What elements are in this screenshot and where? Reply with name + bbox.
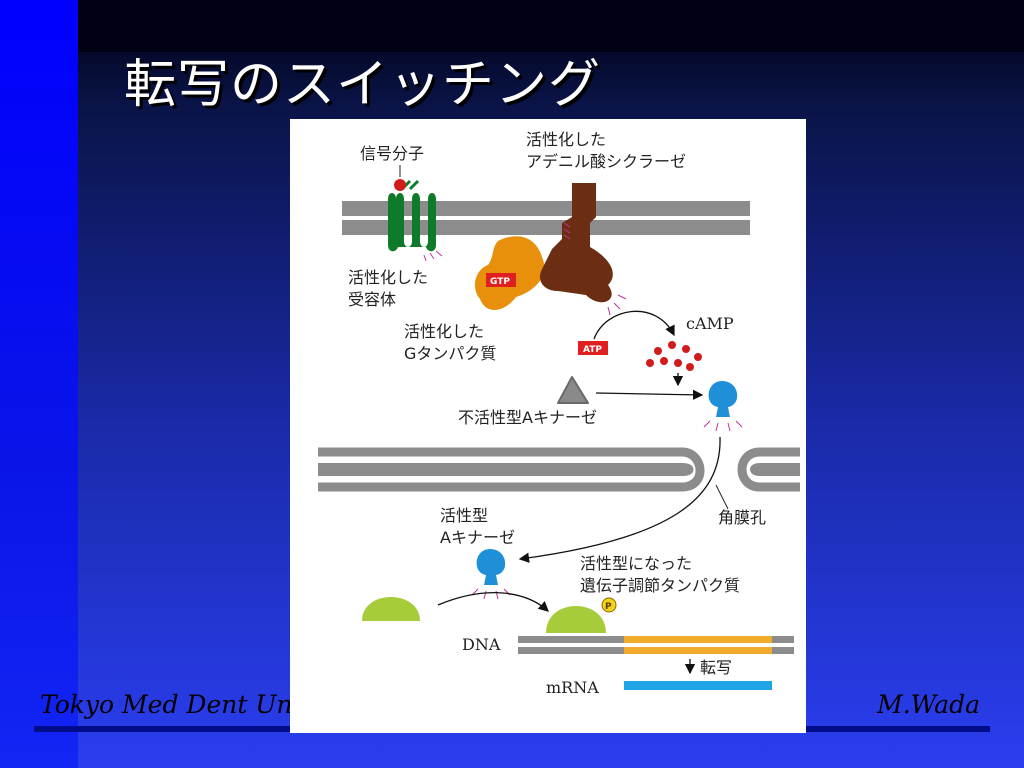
nuclear-envelope-right-inner: [750, 463, 800, 476]
nuclear-envelope-outer: [318, 447, 705, 492]
activated-receptor: [388, 179, 436, 252]
label-activated-gene-protein-2: 遺伝子調節タンパク質: [580, 576, 740, 595]
label-activated-ac-1: 活性化した: [526, 130, 606, 149]
label-active-kinase-2: Aキナーゼ: [440, 528, 515, 547]
top-dark-band: [78, 0, 1024, 52]
nuclear-envelope-inner: [318, 463, 694, 476]
label-nuclear-pore: 角膜孔: [718, 508, 766, 527]
footer-institution: Tokyo Med Dent Univ: [40, 690, 315, 719]
atp-text: ATP: [583, 345, 602, 355]
plasma-membrane-outer: [342, 201, 750, 216]
label-inactive-kinase: 不活性型Aキナーゼ: [458, 408, 597, 427]
activation-glow-receptor: [423, 250, 443, 262]
gene-region-bottom: [624, 647, 772, 654]
nuclear-envelope-right-outer: [737, 447, 800, 492]
left-accent-band: [0, 0, 78, 768]
inactive-regulatory-protein: [362, 597, 420, 621]
adenylate-cyclase: [539, 183, 613, 303]
label-signal-molecule: 信号分子: [360, 144, 424, 163]
inactive-kinase: [557, 376, 589, 404]
regulatory-activation-arrow: [437, 592, 549, 612]
atp-badge: [578, 341, 608, 355]
leader-nuclear-pore: [715, 484, 729, 510]
active-kinase-nucleus: [476, 549, 506, 585]
gene-region-top: [624, 636, 772, 643]
phosphate-text: P: [605, 602, 612, 612]
label-activated-receptor-2: 受容体: [348, 290, 396, 309]
label-active-kinase-1: 活性型: [440, 506, 488, 525]
label-transcription: 転写: [700, 658, 732, 677]
label-activated-g-2: Gタンパク質: [404, 344, 496, 363]
atp-to-camp-arrow: [593, 310, 675, 340]
signaling-diagram-svg: 信号分子 活性化した 受容体 GTP 活性化した Gタンパク質 活性化した アデ…: [318, 130, 800, 697]
gtp-text: GTP: [490, 277, 510, 287]
plasma-membrane-inner: [342, 220, 750, 235]
activation-glow-ac: [563, 222, 571, 240]
kinase-activation-arrow: [595, 389, 704, 401]
activation-glow-ac-bottom: [607, 294, 627, 316]
kinase-entry-arrow: [518, 436, 721, 563]
label-mrna: mRNA: [546, 678, 599, 697]
activation-glow-kinase-nucleus: [471, 588, 511, 600]
label-dna: DNA: [462, 635, 501, 654]
phosphate-circle: [601, 597, 617, 613]
label-activated-gene-protein-1: 活性型になった: [580, 554, 692, 573]
label-activated-ac-2: アデニル酸シクラーゼ: [526, 152, 686, 171]
footer-author: M.Wada: [877, 690, 980, 719]
label-activated-g-1: 活性化した: [404, 322, 484, 341]
mrna-strand: [624, 681, 772, 690]
signaling-figure: 信号分子 活性化した 受容体 GTP 活性化した Gタンパク質 活性化した アデ…: [290, 119, 806, 733]
slide-title: 転写のスイッチング: [124, 55, 602, 115]
camp-molecules: [646, 341, 702, 371]
active-kinase-cytoplasm: [708, 381, 738, 417]
label-camp: cAMP: [686, 314, 734, 333]
gtp-badge: [486, 273, 516, 287]
active-regulatory-protein: [546, 606, 606, 633]
label-activated-receptor-1: 活性化した: [348, 268, 428, 287]
activation-glow-kinase-top: [703, 420, 743, 432]
signal-molecule: [394, 179, 406, 191]
